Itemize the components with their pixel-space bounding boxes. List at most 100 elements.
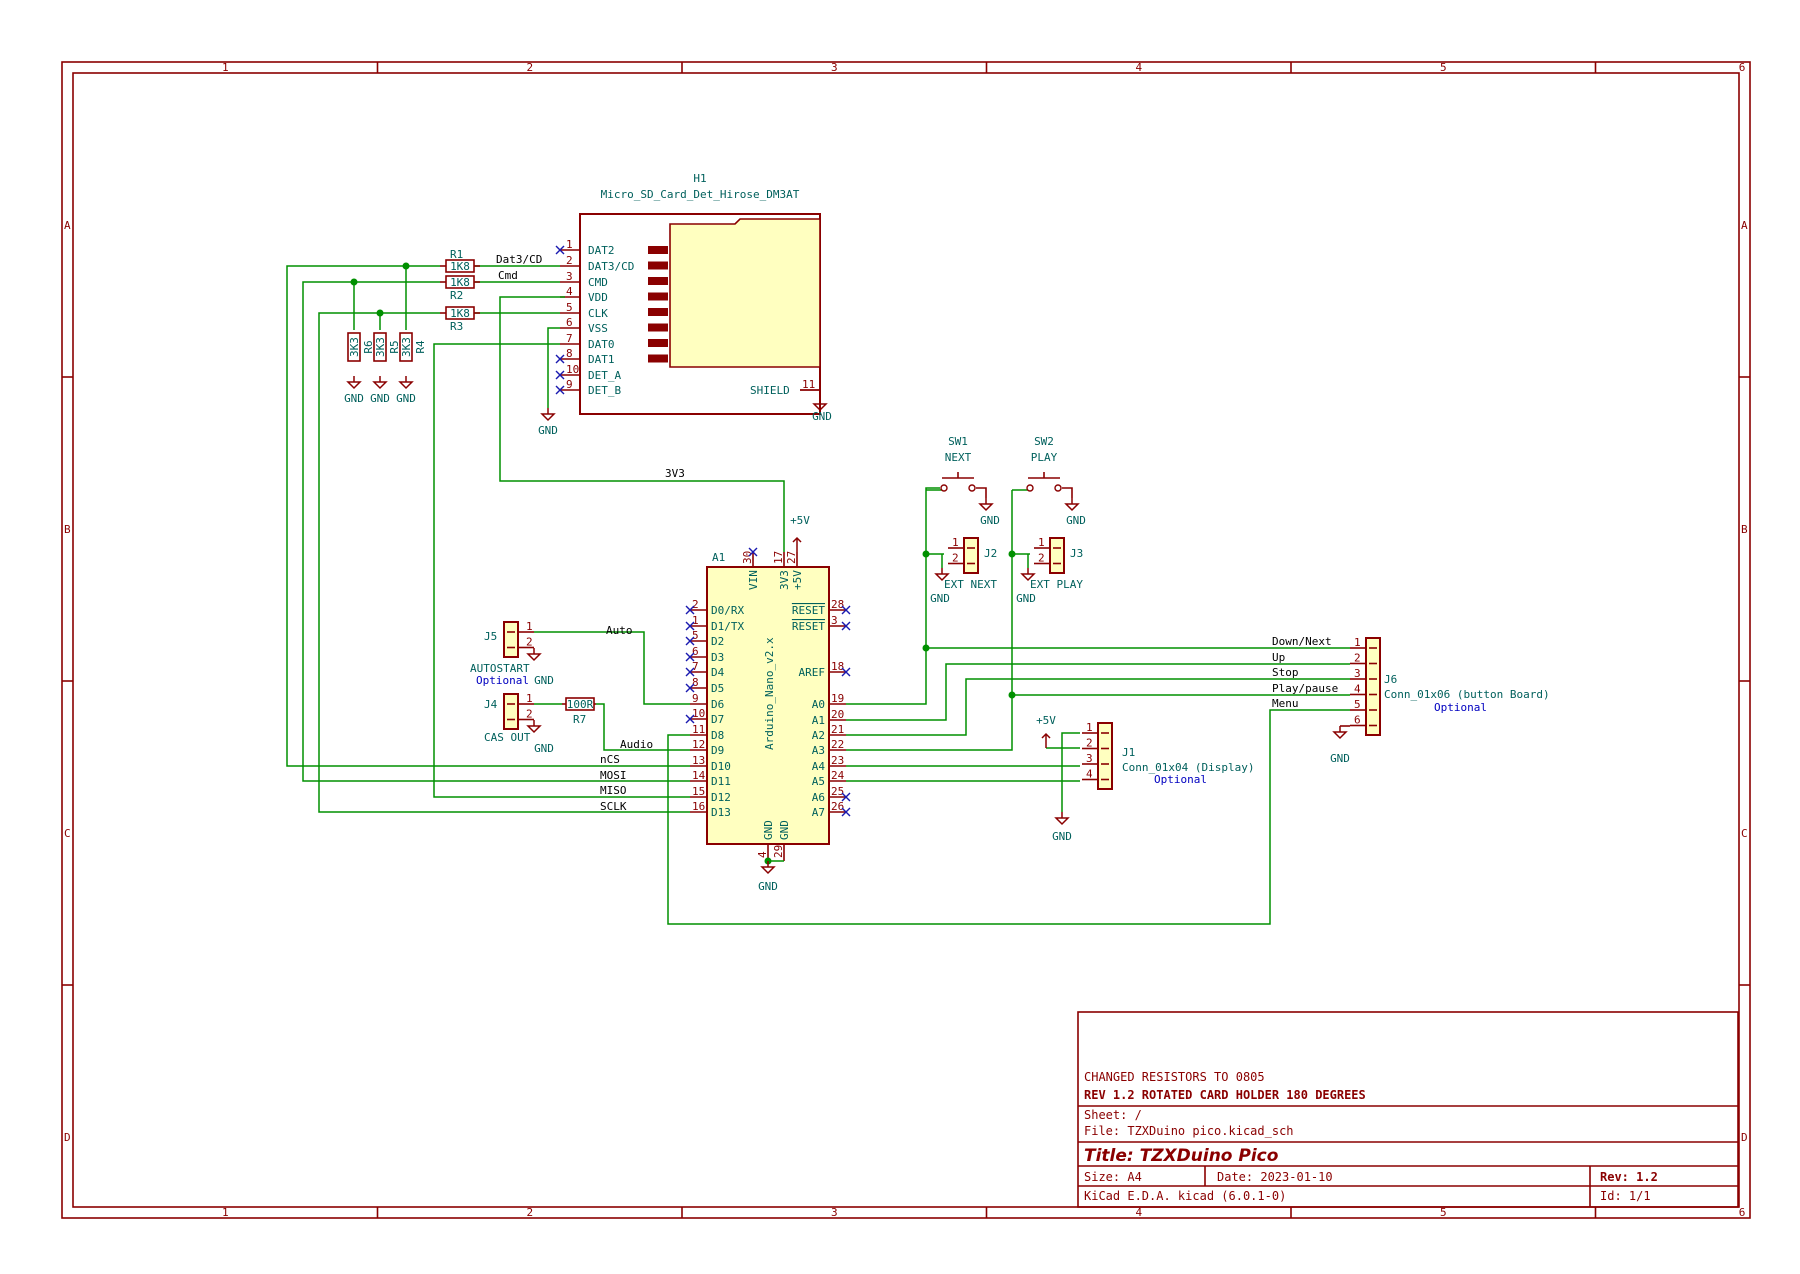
no-connect-mark <box>685 605 695 615</box>
r7: 100R R7 <box>562 697 596 726</box>
j1-pin-number: 1 <box>1086 721 1093 734</box>
frame-ticks <box>62 62 1750 1218</box>
a1-pin-name: A3 <box>812 744 825 757</box>
j6-ref: J6 <box>1384 673 1397 686</box>
row-label-right: A <box>1741 219 1748 232</box>
a1-pin-number: 26 <box>831 800 844 813</box>
tb-comment1: CHANGED RESISTORS TO 0805 <box>1084 1070 1265 1084</box>
r5-ref: R5 <box>388 340 401 353</box>
r6: 3K3 R6 <box>347 332 375 362</box>
a1-pin-name: D11 <box>711 775 731 788</box>
row-label-left: B <box>64 523 71 536</box>
no-connect-mark <box>555 245 565 255</box>
a1-pin-number: 27 <box>785 551 798 564</box>
a1-pin-number: 18 <box>831 660 844 673</box>
a1-pin-name: A7 <box>812 806 825 819</box>
no-connect-mark <box>685 714 695 724</box>
sw2-ref: SW2 <box>1034 435 1054 448</box>
h1-pin-name: DAT0 <box>588 338 615 351</box>
a1-pin-name: GND <box>778 820 791 840</box>
tb-size: Size: A4 <box>1084 1170 1142 1184</box>
j6-pin-number: 4 <box>1354 683 1361 696</box>
j6-pin-number: 5 <box>1354 698 1361 711</box>
j3-pin-number: 1 <box>1038 536 1045 549</box>
net-sclk: SCLK <box>600 800 627 813</box>
gnd-label: GND <box>812 410 832 423</box>
j6-pin-number: 2 <box>1354 652 1361 665</box>
title-block: CHANGED RESISTORS TO 0805 REV 1.2 ROTATE… <box>1077 1011 1739 1208</box>
h1-shield-name: SHIELD <box>750 384 790 397</box>
h1-contacts <box>648 246 668 363</box>
r3-value: 1K8 <box>450 307 470 320</box>
a1-pin-number: 22 <box>831 738 844 751</box>
r7-value: 100R <box>567 698 594 711</box>
h1-shield-num: 11 <box>802 378 815 391</box>
a1-pin-name: D8 <box>711 729 724 742</box>
a1-pin-number: 29 <box>772 845 785 858</box>
no-connect-mark <box>841 621 851 631</box>
no-connect-mark <box>555 370 565 380</box>
gnd-label: GND <box>370 392 390 405</box>
a1-pin-name: A4 <box>812 760 826 773</box>
a1-pin-name: D5 <box>711 682 724 695</box>
net-dat3: Dat3/CD <box>496 253 542 266</box>
j6-pin-number: 3 <box>1354 667 1361 680</box>
a1-pin-number: 25 <box>831 785 844 798</box>
a1-pin-name: +5V <box>791 570 804 590</box>
a1-pin-name: D10 <box>711 760 731 773</box>
a1-pin-number: 4 <box>756 851 769 858</box>
a1-pin-number: 23 <box>831 754 844 767</box>
a1-body <box>706 566 830 845</box>
resistors: R1 1K8 1K8 R2 1K8 R3 3K3 R6 3K3 R5 <box>347 248 596 726</box>
no-connect-mark <box>685 652 695 662</box>
gnd-symbol: GND <box>526 720 554 755</box>
no-connect-mark <box>555 354 565 364</box>
a1-pin-number: 3 <box>831 614 838 627</box>
h1-pin-number: 2 <box>566 254 573 267</box>
net-miso: MISO <box>600 784 627 797</box>
gnd-label: GND <box>1052 830 1072 843</box>
gnd-symbol: GND <box>538 408 558 437</box>
gnd-symbol: GND <box>758 861 778 893</box>
a1-pin-name: 3V3 <box>778 570 791 590</box>
gnd-label: GND <box>534 674 554 687</box>
a1-pin-number: 21 <box>831 723 844 736</box>
h1-pin-name: DET_B <box>588 384 621 397</box>
outer-frame <box>61 61 1751 1219</box>
no-connect-mark <box>841 605 851 615</box>
h1-pin-number: 9 <box>566 378 573 391</box>
gnd-symbol: GND <box>370 376 390 405</box>
net-cmd: Cmd <box>498 269 518 282</box>
r3-ref: R3 <box>450 320 463 333</box>
gnd-label: GND <box>1066 514 1086 527</box>
tb-file: File: TZXDuino pico.kicad_sch <box>1084 1124 1294 1138</box>
net-ncs: nCS <box>600 753 620 766</box>
row-label-left: C <box>64 827 71 840</box>
tb-title: Title: TZXDuino Pico <box>1084 1146 1279 1166</box>
r1-ref: R1 <box>450 248 463 261</box>
h1-pin-name: DAT3/CD <box>588 260 634 273</box>
no-connect-mark <box>685 636 695 646</box>
wires <box>286 265 1350 925</box>
sw1-value: NEXT <box>945 451 972 464</box>
j6-value: Conn_01x06 (button Board) <box>1384 688 1550 701</box>
j1-value: Conn_01x04 (Display) <box>1122 761 1254 774</box>
col-label-bottom: 2 <box>526 1206 533 1219</box>
gnd-label: GND <box>1016 592 1036 605</box>
h1-pin-name: DET_A <box>588 369 621 382</box>
r2-ref: R2 <box>450 289 463 302</box>
j5-value: AUTOSTART <box>470 662 530 675</box>
j1-pin-number: 3 <box>1086 752 1093 765</box>
a1-pin-number: 8 <box>692 676 699 689</box>
net-mosi: MOSI <box>600 769 627 782</box>
h1-pin-number: 8 <box>566 347 573 360</box>
a1-pin-number: 1 <box>692 614 699 627</box>
r4-value: 3K3 <box>400 337 413 357</box>
